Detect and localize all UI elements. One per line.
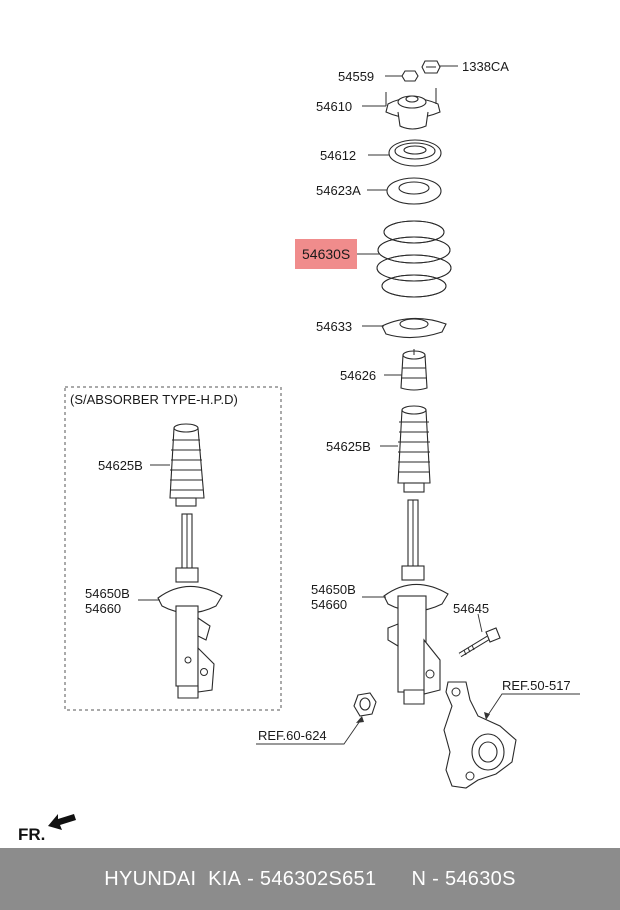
label-54625B-hpd: 54625B — [98, 458, 143, 473]
part-54633-lower-pad — [381, 317, 447, 339]
label-1338CA: 1338CA — [462, 59, 509, 74]
label-54630S: 54630S — [302, 246, 350, 262]
part-info-footer: HYUNDAI KIA - 546302S651 N - 54630S — [0, 848, 620, 910]
exploded-parts-diagram: 1338CA 54559 54610 54612 54623A — [18, 59, 580, 844]
label-54633: 54633 — [316, 319, 352, 334]
label-ref-50-517: REF.50-517 — [502, 678, 571, 693]
front-arrow-icon — [48, 814, 76, 830]
label-54660-main: 54660 — [311, 597, 347, 612]
footer-gap — [376, 868, 411, 891]
front-indicator-label: FR. — [18, 825, 45, 844]
label-54625B-main: 54625B — [326, 439, 371, 454]
label-54623A: 54623A — [316, 183, 361, 198]
part-ref-60-624-nut — [353, 692, 377, 717]
part-ref-50-517-knuckle — [443, 681, 517, 789]
highlight-54630S — [295, 239, 357, 269]
part-1338CA-nut — [421, 60, 441, 74]
label-54660-hpd: 54660 — [85, 601, 121, 616]
part-54610-mount — [385, 88, 441, 130]
label-54559: 54559 — [338, 69, 374, 84]
part-54623A-seat — [386, 177, 442, 205]
label-54650B-main: 54650B — [311, 582, 356, 597]
footer-brands: HYUNDAI KIA — [104, 867, 242, 890]
hpd-part-54650B-strut — [157, 513, 223, 699]
part-54626-bump-stopper — [400, 349, 428, 391]
label-54610: 54610 — [316, 99, 352, 114]
label-54626: 54626 — [340, 368, 376, 383]
part-54645-bolt — [458, 627, 501, 658]
label-54645: 54645 — [453, 601, 489, 616]
label-ref-60-624: REF.60-624 — [258, 728, 327, 743]
footer-sep-2: - — [426, 867, 445, 890]
hpd-part-54625B-dust-cover — [169, 423, 205, 507]
footer-sep-1: - — [241, 867, 260, 890]
part-54650B-strut — [383, 499, 449, 705]
part-54612-bearing — [388, 139, 442, 167]
hpd-title: (S/ABSORBER TYPE-H.P.D) — [70, 392, 238, 407]
footer-code: 54630S — [444, 867, 516, 890]
label-54612: 54612 — [320, 148, 356, 163]
part-54625B-dust-cover — [397, 405, 431, 493]
part-54630S-coil-spring — [376, 220, 452, 298]
footer-position: N — [411, 867, 427, 890]
part-54559-nut — [401, 70, 419, 82]
hpd-dashed-frame — [64, 386, 282, 711]
label-54650B-hpd: 54650B — [85, 586, 130, 601]
footer-part-number: 546302S651 — [259, 867, 377, 890]
